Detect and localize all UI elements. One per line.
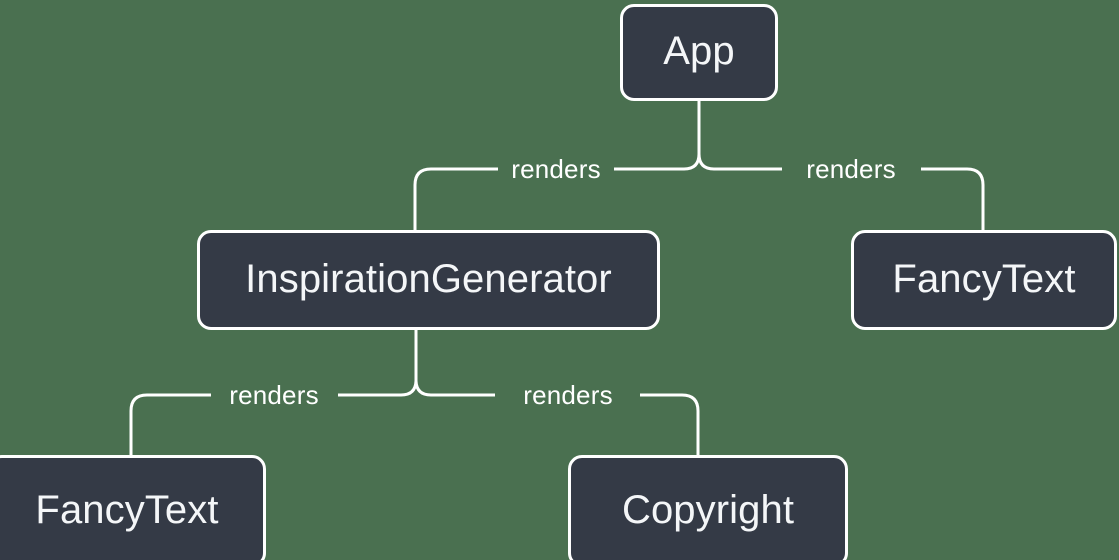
edge-label-app-to-inspiration-generator: renders [511,154,601,184]
edge-inspiration-to-copyright-right-run-2 [640,393,700,455]
edge-app-stem [683,101,701,171]
node-copyright-label: Copyright [621,487,795,532]
edge-label-app-to-fancytext-right: renders [806,154,896,184]
edge-inspiration-to-fancytext-left-run-2 [129,393,211,455]
node-inspiration-generator-label: InspirationGenerator [245,256,612,301]
node-fancytext-right-label: FancyText [892,256,1076,301]
node-fancytext-right[interactable]: FancyText [851,230,1117,330]
edge-inspiration-junction-right [414,379,432,397]
node-fancytext-bottom-label: FancyText [35,487,219,532]
edge-inspiration-stem [400,330,418,397]
node-app[interactable]: App [620,4,778,101]
node-app-label: App [663,29,735,73]
edge-label-inspiration-generator-to-copyright: renders [523,380,613,410]
edge-app-junction-right [697,153,715,171]
node-fancytext-bottom[interactable]: FancyText [0,455,266,560]
edge-app-to-fancytext-right-run-2 [921,167,985,230]
node-inspiration-generator[interactable]: InspirationGenerator [197,230,660,330]
node-copyright[interactable]: Copyright [568,455,848,560]
edge-app-to-inspiration-left-run-2 [413,167,498,230]
edge-label-inspiration-generator-to-fancytext-bottom: renders [229,380,319,410]
